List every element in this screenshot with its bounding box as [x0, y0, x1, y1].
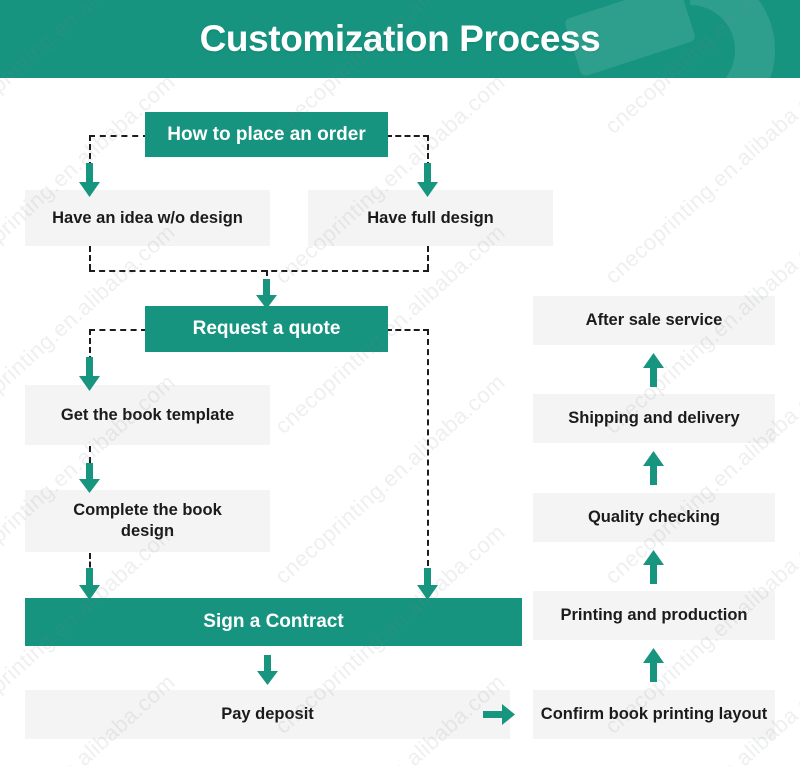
arrow-order-to-full-design-icon — [415, 163, 440, 197]
node-label: Quality checking — [587, 508, 721, 527]
arrow-complete-design-to-contract-icon — [77, 568, 102, 600]
arrow-order-to-idea-icon — [77, 163, 102, 197]
connector-left-path-down — [89, 329, 91, 362]
arrow-branches-to-quote-icon — [254, 279, 279, 309]
node-printing-and-production[interactable]: Printing and production — [533, 591, 775, 640]
node-label: Have an idea w/o design — [52, 208, 243, 227]
node-label: Have full design — [367, 208, 494, 227]
page-title: Customization Process — [199, 18, 601, 59]
node-label: Confirm book printing layout — [540, 705, 768, 724]
watermark-text: cnecoprinting.en.alibaba.com — [600, 69, 800, 289]
company-logo-watermark-icon — [565, 0, 776, 78]
node-label: Shipping and delivery — [568, 409, 740, 428]
arrow-confirm-layout-to-printing-icon — [641, 648, 666, 682]
arrow-quote-to-template-icon — [77, 357, 102, 391]
node-label: Complete the book design — [73, 501, 222, 540]
connector-design-to-contract — [89, 553, 91, 576]
connector-quote-to-left-path — [89, 329, 147, 331]
connector-order-to-left-branch — [89, 135, 149, 137]
node-how-to-place-an-order[interactable]: How to place an order — [145, 112, 388, 157]
arrow-printing-to-quality-icon — [641, 550, 666, 584]
arrow-contract-to-pay-deposit-icon — [255, 655, 280, 685]
header-banner: Customization Process — [0, 0, 800, 78]
watermark-text: cnecoprinting.en.alibaba.com — [270, 69, 510, 289]
node-request-a-quote[interactable]: Request a quote — [145, 306, 388, 352]
node-label: Pay deposit — [221, 705, 314, 724]
connector-quote-to-bypass — [386, 329, 429, 331]
connector-full-design-down — [427, 246, 429, 270]
node-have-full-design[interactable]: Have full design — [308, 190, 553, 246]
node-sign-a-contract[interactable]: Sign a Contract — [25, 598, 522, 646]
connector-merge-bus — [89, 270, 429, 272]
node-label: After sale service — [585, 311, 723, 330]
node-complete-the-book-design[interactable]: Complete the book design — [25, 490, 270, 552]
connector-merge-to-quote — [266, 270, 268, 287]
node-label: How to place an order — [167, 123, 366, 145]
node-label: Sign a Contract — [203, 611, 344, 633]
connector-bypass-down — [427, 329, 429, 576]
node-label: Get the book template — [60, 405, 235, 424]
node-label: Printing and production — [560, 606, 748, 625]
node-get-the-book-template[interactable]: Get the book template — [25, 385, 270, 445]
node-quality-checking[interactable]: Quality checking — [533, 493, 775, 542]
node-confirm-book-printing-layout[interactable]: Confirm book printing layout — [533, 690, 775, 739]
arrow-quality-to-shipping-icon — [641, 451, 666, 485]
node-label: Request a quote — [192, 318, 341, 340]
connector-right-branch-down — [427, 135, 429, 168]
connector-template-to-design — [89, 446, 91, 474]
connector-order-to-right-branch — [386, 135, 429, 137]
node-after-sale-service[interactable]: After sale service — [533, 296, 775, 345]
connector-idea-down — [89, 246, 91, 270]
arrow-pay-deposit-to-confirm-layout-icon — [483, 702, 515, 727]
node-pay-deposit[interactable]: Pay deposit — [25, 690, 510, 739]
watermark-text: cnecoprinting.en.alibaba.com — [270, 369, 510, 589]
connector-left-branch-down — [89, 135, 91, 168]
arrow-quote-bypass-to-contract-icon — [415, 568, 440, 600]
arrow-template-to-complete-design-icon — [77, 463, 102, 493]
arrow-shipping-to-after-sale-icon — [641, 353, 666, 387]
node-have-an-idea-wo-design[interactable]: Have an idea w/o design — [25, 190, 270, 246]
node-shipping-and-delivery[interactable]: Shipping and delivery — [533, 394, 775, 443]
